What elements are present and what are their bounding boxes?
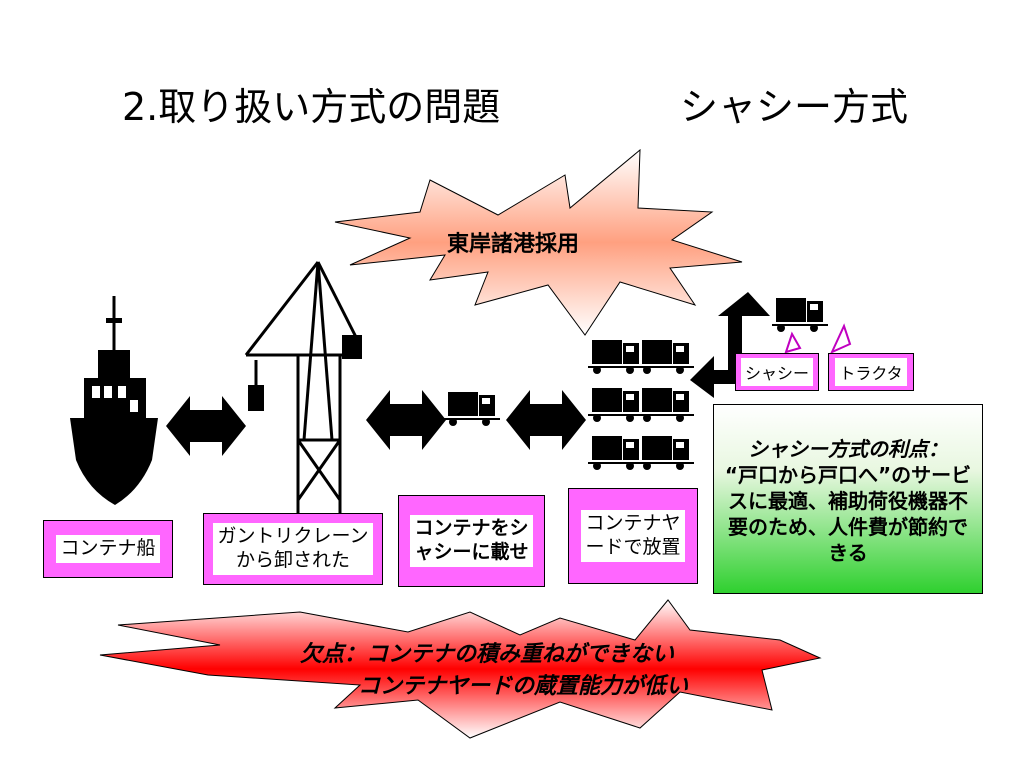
gantry-crane-icon [244,261,362,515]
bottom-burst-shape [99,599,822,739]
top-burst-shape [334,148,743,336]
route-arrow-icon [690,292,770,398]
defect-line-1: 欠点：コンテナの積み重ねができない [300,642,675,667]
stage-label: ガントリクレーン から卸された [213,523,373,575]
stage-label: コンテナをシ ャシーに載せ [410,515,533,567]
tractor-trailer-icon [771,297,829,333]
tractor-callout-label: トラクタ [835,358,907,386]
chassis-callout: シャシー [735,353,819,391]
chassis-truck-icon [587,339,645,375]
double-arrow-icon [506,390,586,450]
stage-ship-box: コンテナ船 [43,520,173,578]
slide-title: 2.取り扱い方式の問題 [122,85,501,129]
advantage-title: シャシー方式の利点： [748,436,948,461]
stage-loading-box: コンテナをシ ャシーに載せ [398,495,545,587]
adoption-label: 東岸諸港採用 [447,232,580,257]
chassis-truck-icon [637,435,695,471]
stage-label: コンテナヤ ードで放置 [581,510,685,562]
stage-label: コンテナ船 [56,535,160,563]
method-title: シャシー方式 [680,85,909,129]
chassis-truck-icon [637,339,695,375]
chassis-truck-icon [443,391,501,427]
crane-cab-icon [342,335,362,359]
tractor-callout: トラクタ [828,353,914,391]
chassis-truck-icon [637,387,695,423]
chassis-truck-icon [587,435,645,471]
chassis-callout-label: シャシー [740,358,813,386]
double-arrow-icon [366,390,446,450]
pointer-arrow-icon [829,323,852,354]
stage-yard-box: コンテナヤ ードで放置 [568,488,698,584]
advantage-box: シャシー方式の利点： “戸口から戸口へ”のサービスに最適、補助荷役機器不要のため… [713,404,983,594]
advantage-body: “戸口から戸口へ”のサービスに最適、補助荷役機器不要のため、人件費が節約できる [724,462,972,565]
double-arrow-icon [166,396,246,456]
container-ship-icon [70,296,158,505]
pointer-arrow-icon [784,331,802,354]
stage-crane-box: ガントリクレーン から卸された [203,513,383,585]
defect-line-2: コンテナヤードの蔵置能力が低い [358,674,689,699]
chassis-truck-icon [587,387,645,423]
crane-spreader-icon [248,385,264,411]
